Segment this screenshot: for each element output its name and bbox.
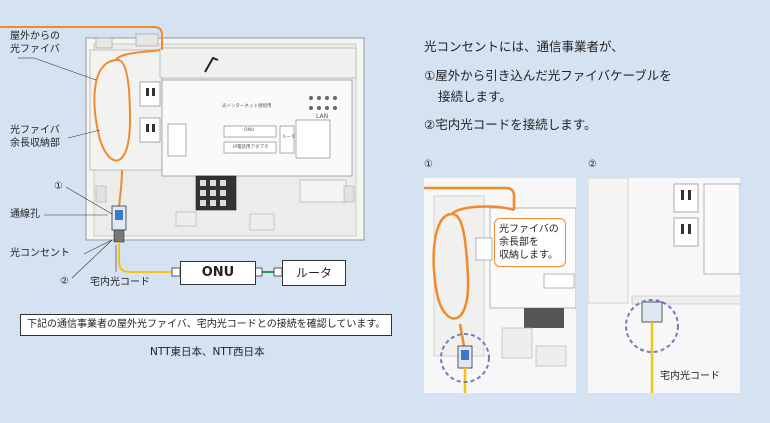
device-onu: ONU: [244, 128, 255, 133]
photo1-illustration: [424, 178, 576, 393]
fiber-loop: [93, 58, 132, 162]
intro-lead: 光コンセントには、通信事業者が、: [424, 39, 624, 54]
device-header: 光インターネット接続用: [222, 104, 272, 109]
photo1-closeup: 光ファイバの 余長部を 収納します。: [424, 178, 576, 393]
label-outdoor-fiber: 屋外からの 光ファイバ: [10, 31, 60, 55]
intro-item1-line1: ①屋外から引き込んだ光ファイバケーブルを: [424, 68, 672, 83]
photo2-closeup: 宅内光コード: [588, 178, 740, 393]
photo2-illustration: [588, 178, 740, 393]
device-router: ルータ: [282, 135, 296, 140]
photo1-callout: 光ファイバの 余長部を 収納します。: [494, 218, 566, 267]
label-circle-1: ①: [54, 181, 63, 192]
main-diagram: [0, 0, 410, 300]
label-wiring-hole: 通線孔: [10, 209, 40, 220]
photo2-cord-label: 宅内光コード: [660, 371, 720, 382]
panel-illustration: [0, 26, 365, 279]
providers-text: NTT東日本、NTT西日本: [150, 346, 265, 358]
photo2-dashed-circle: [625, 299, 679, 353]
outdoor-fiber-line: [0, 26, 163, 50]
photo1-marker: ①: [424, 159, 433, 170]
device-adapter: IP電話用アダプタ: [233, 145, 269, 150]
onu-label: ONU: [201, 265, 235, 280]
label-circle-2: ②: [60, 276, 69, 287]
indoor-cord-line: [118, 242, 176, 273]
photo1-dashed-circle: [440, 333, 490, 383]
outlet-upper: [139, 81, 161, 107]
router-label: ルータ: [295, 266, 332, 280]
label-fiber-storage: 光ファイバ 余長収納部: [10, 125, 60, 149]
outlet-lower: [139, 117, 161, 143]
router-box: ルータ: [282, 260, 346, 286]
device-lan: LAN: [316, 113, 329, 120]
intro-item2: ②宅内光コードを接続します。: [424, 117, 597, 132]
onu-box: ONU: [180, 261, 256, 285]
router-unit: [159, 47, 357, 79]
intro-item1-line2: 接続します。: [438, 89, 512, 104]
notice-box: 下記の通信事業者の屋外光ファイバ、宅内光コードとの接続を確認しています。: [20, 314, 393, 336]
label-optical-outlet: 光コンセント: [10, 248, 70, 259]
label-indoor-cord: 宅内光コード: [90, 277, 150, 288]
photo2-marker: ②: [588, 159, 597, 170]
